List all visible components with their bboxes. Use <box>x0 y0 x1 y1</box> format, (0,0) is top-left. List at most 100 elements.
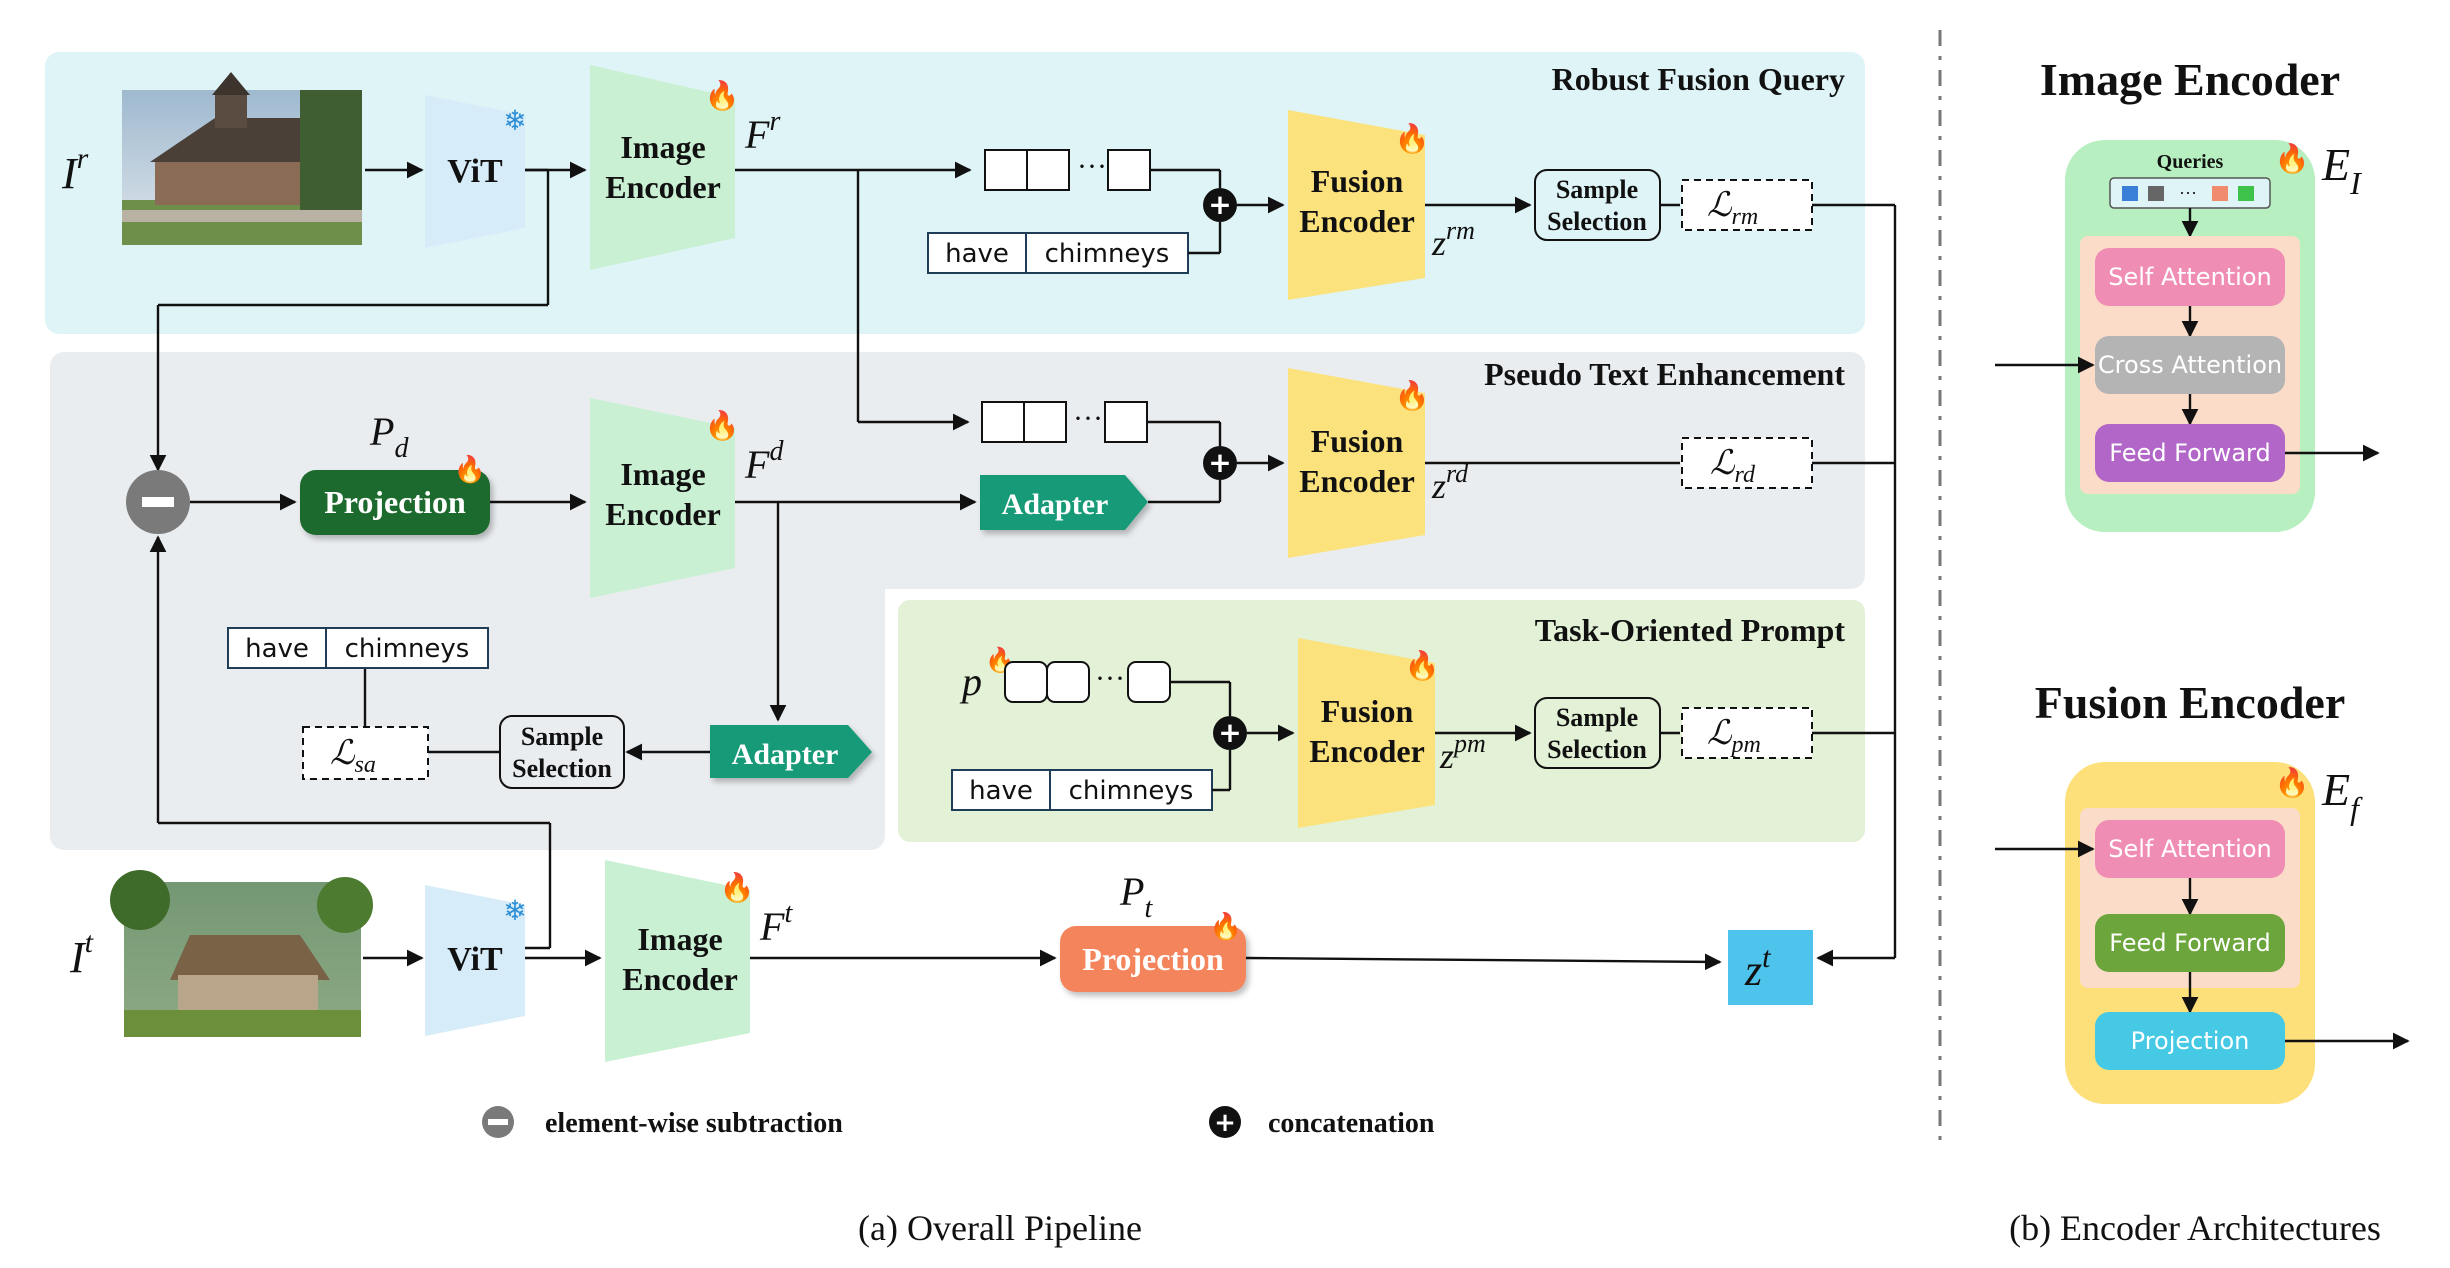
svg-text:ℒsa: ℒsa <box>330 735 376 778</box>
image-encoder-architecture: Queries ··· Self Attention Cross Attenti… <box>2065 140 2315 532</box>
svg-text:Self Attention: Self Attention <box>2108 263 2272 291</box>
svg-text:···: ··· <box>1095 662 1125 695</box>
svg-text:Encoder: Encoder <box>605 496 721 532</box>
snowflake-icon: ❄ <box>503 896 526 927</box>
svg-text:Encoder: Encoder <box>1299 203 1415 239</box>
svg-text:Adapter: Adapter <box>732 738 839 771</box>
fusion-encoder-task: Fusion Encoder <box>1298 638 1435 828</box>
svg-text:Sample: Sample <box>521 722 603 751</box>
image-encoder-top: Image Encoder <box>590 65 735 270</box>
sample-selection-lower: Sample Selection <box>499 715 625 789</box>
svg-text:Adapter: Adapter <box>1002 488 1109 521</box>
svg-text:Image: Image <box>637 921 722 957</box>
svg-text:Encoder: Encoder <box>1299 463 1415 499</box>
query-tokens-top: ··· <box>984 149 1151 191</box>
prompt-tokens: ··· <box>1004 661 1171 703</box>
legend-concatenation: + concatenation <box>1209 1106 1435 1139</box>
svg-text:have: have <box>245 634 309 664</box>
sample-selection-top: Sample Selection <box>1534 169 1661 241</box>
svg-text:ViT: ViT <box>447 153 503 190</box>
concatenation-icon-task: + <box>1213 716 1247 750</box>
adapter-mid: Adapter <box>980 475 1148 530</box>
svg-text:ℒpm: ℒpm <box>1707 715 1761 758</box>
image-encoder-bottom: Image Encoder <box>605 860 750 1062</box>
fusion-encoder-architecture: Self Attention Feed Forward Projection <box>2065 762 2315 1104</box>
flame-icon: 🔥 <box>705 409 740 442</box>
task-oriented-prompt-title: Task-Oriented Prompt <box>1535 612 1846 648</box>
svg-text:Fusion: Fusion <box>1311 163 1404 199</box>
target-image <box>110 870 373 1037</box>
fusion-encoder-mid: Fusion Encoder <box>1288 368 1425 558</box>
svg-text:Selection: Selection <box>512 754 612 783</box>
pseudo-text-enhancement-title: Pseudo Text Enhancement <box>1484 356 1845 392</box>
flame-icon: 🔥 <box>2275 142 2310 175</box>
svg-text:Feed Forward: Feed Forward <box>2109 439 2270 467</box>
sample-selection-task: Sample Selection <box>1534 697 1661 769</box>
caption-a: (a) Overall Pipeline <box>858 1208 1142 1248</box>
fusion-encoder-title: Fusion Encoder <box>2035 677 2346 728</box>
image-encoder-mid: Image Encoder <box>590 398 735 598</box>
svg-text:Image: Image <box>620 129 705 165</box>
feature-ft-label: Ft <box>759 898 793 949</box>
flame-icon: 🔥 <box>705 79 740 112</box>
pseudo-text-enhancement-panel-lower <box>50 560 885 850</box>
pt-label: Pt <box>1119 869 1153 924</box>
flame-icon: 🔥 <box>720 871 755 904</box>
caption-b: (b) Encoder Architectures <box>2009 1208 2381 1248</box>
vit-block-top: ViT <box>425 95 525 248</box>
fusion-encoder-top: Fusion Encoder <box>1288 110 1425 300</box>
svg-text:Fusion: Fusion <box>1321 693 1414 729</box>
svg-text:chimneys: chimneys <box>345 634 470 664</box>
subtraction-icon <box>126 470 190 534</box>
loss-sa: ℒsa <box>302 726 429 780</box>
svg-text:chimneys: chimneys <box>1069 776 1194 806</box>
feature-fd-label: Fd <box>744 436 784 487</box>
svg-text:zt: zt <box>1744 941 1771 995</box>
flame-icon: 🔥 <box>1395 122 1430 155</box>
loss-pm: ℒpm <box>1681 707 1813 759</box>
query-tokens-mid: ··· <box>981 401 1148 443</box>
projection-t-block: Projection <box>1060 926 1246 992</box>
svg-text:Sample: Sample <box>1556 175 1638 204</box>
flame-icon: 🔥 <box>454 454 486 484</box>
svg-text:ℒrd: ℒrd <box>1710 445 1756 488</box>
svg-text:Selection: Selection <box>1547 207 1647 236</box>
ei-label: EI <box>2321 139 2362 201</box>
svg-text:Fusion: Fusion <box>1311 423 1404 459</box>
svg-text:+: + <box>1208 188 1231 221</box>
flame-icon: 🔥 <box>1395 379 1430 412</box>
svg-text:Encoder: Encoder <box>622 961 738 997</box>
text-tokens-task: have chimneys <box>951 769 1213 811</box>
svg-text:Encoder: Encoder <box>605 169 721 205</box>
vit-block-bottom: ViT <box>425 885 525 1036</box>
concatenation-icon-top: + <box>1203 188 1237 222</box>
svg-text:···: ··· <box>1077 150 1107 183</box>
legend-subtraction: element-wise subtraction <box>482 1106 843 1139</box>
loss-rm: ℒrm <box>1681 179 1813 231</box>
svg-text:chimneys: chimneys <box>1045 239 1170 269</box>
flame-icon: 🔥 <box>2275 766 2310 799</box>
svg-text:concatenation: concatenation <box>1268 1108 1435 1139</box>
image-encoder-title: Image Encoder <box>2040 54 2340 105</box>
concatenation-icon-mid: + <box>1203 446 1237 480</box>
svg-text:Feed Forward: Feed Forward <box>2109 929 2270 957</box>
robust-fusion-query-title: Robust Fusion Query <box>1552 61 1845 97</box>
svg-text:have: have <box>969 776 1033 806</box>
projection-d-block: Projection <box>300 470 490 535</box>
prompt-p-label: p <box>959 659 982 704</box>
ef-label: Ef <box>2321 764 2363 826</box>
snowflake-icon: ❄ <box>503 106 526 137</box>
svg-text:Projection: Projection <box>1082 941 1224 977</box>
feature-fr-label: Fr <box>744 106 780 157</box>
loss-rd: ℒrd <box>1681 437 1813 489</box>
svg-text:Projection: Projection <box>324 484 466 520</box>
adapter-lower: Adapter <box>710 725 872 778</box>
svg-text:+: + <box>1214 1108 1236 1138</box>
svg-text:have: have <box>945 239 1009 269</box>
svg-text:ℒrm: ℒrm <box>1707 187 1758 230</box>
pd-label: Pd <box>369 409 409 464</box>
reference-image <box>122 72 362 245</box>
input-ir-label: Ir <box>61 142 89 198</box>
svg-text:Encoder: Encoder <box>1309 733 1425 769</box>
